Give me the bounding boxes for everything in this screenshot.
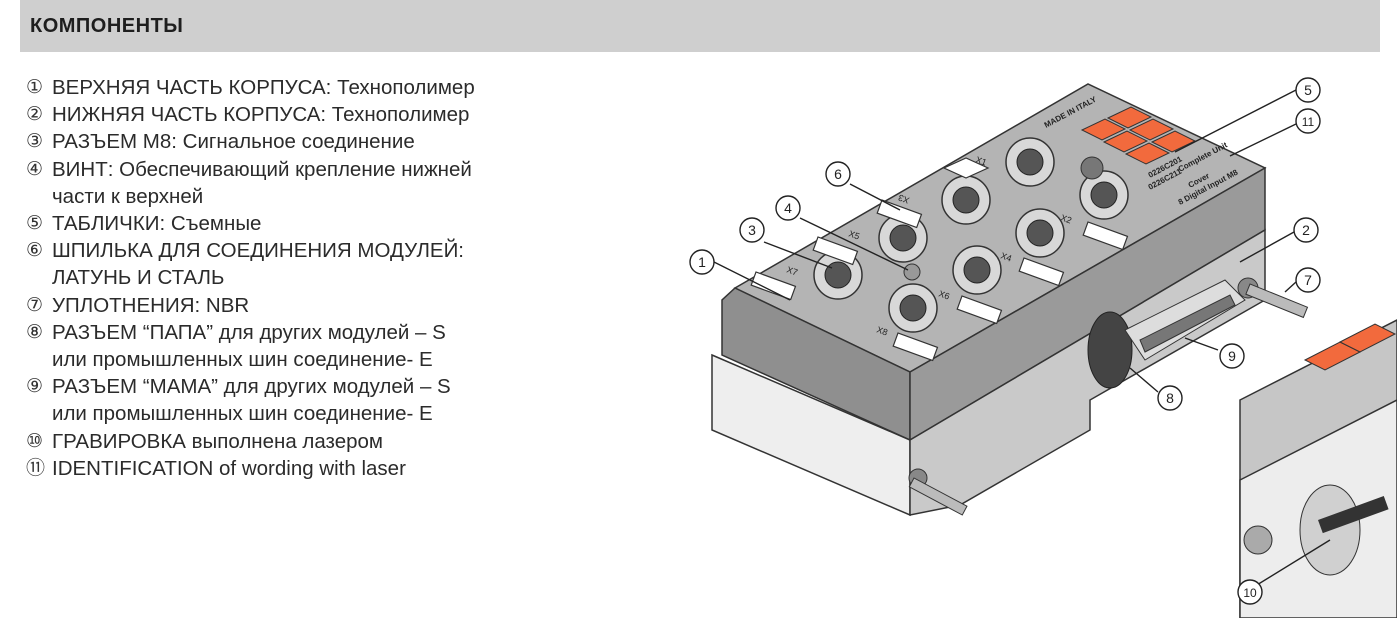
component-number: ⑪ <box>26 456 46 479</box>
svg-text:X7: X7 <box>785 264 799 277</box>
section-title: КОМПОНЕНТЫ <box>30 15 184 37</box>
component-item: ⑩ ГРАВИРОВКА выполнена лазером <box>26 428 475 455</box>
callout-10: 10 <box>1243 586 1257 600</box>
callout-8: 8 <box>1166 390 1174 406</box>
component-text: ГРАВИРОВКА выполнена лазером <box>52 428 383 455</box>
component-item: ③ РАЗЪЕМ M8: Сигнальное соединение <box>26 128 475 155</box>
section-header: КОМПОНЕНТЫ <box>20 0 1380 52</box>
component-line: части к верхней <box>52 184 204 208</box>
component-item: ⑥ ШПИЛЬКА ДЛЯ СОЕДИНЕНИЯ МОДУЛЕЙ: ЛАТУНЬ И… <box>26 237 475 291</box>
component-line: ТАБЛИЧКИ: Съемные <box>52 212 262 236</box>
components-list: ① ВЕРХНЯЯ ЧАСТЬ КОРПУСА: Технополимер ② НИЖ… <box>26 74 475 482</box>
callout-9: 9 <box>1228 348 1236 364</box>
component-line: или промышленных шин соединение- E <box>52 348 433 372</box>
component-line: или промышленных шин соединение- E <box>52 402 433 426</box>
component-number: ⑥ <box>26 239 44 262</box>
component-number: ④ <box>26 157 44 180</box>
component-item: ⑦ УПЛОТНЕНИЯ: NBR <box>26 292 475 319</box>
component-line: РАЗЪЕМ “ПАПА” для других модулей – S <box>52 320 446 344</box>
svg-text:X4: X4 <box>999 250 1013 263</box>
svg-text:X5: X5 <box>847 228 861 241</box>
callout-2: 2 <box>1302 222 1310 238</box>
component-line: РАЗЪЕМ “МАМА” для других модулей – S <box>52 375 451 399</box>
callout-7: 7 <box>1304 272 1312 288</box>
second-module-drawing <box>1239 319 1397 618</box>
component-text: РАЗЪЕМ “ПАПА” для других модулей – S или … <box>52 319 446 373</box>
component-number: ② <box>26 103 44 126</box>
component-line: ГРАВИРОВКА выполнена лазером <box>52 429 384 453</box>
component-text: IDENTIFICATION of wording with laser <box>52 455 406 482</box>
svg-text:X6: X6 <box>937 288 951 301</box>
component-number: ⑩ <box>26 429 44 452</box>
component-line: НИЖНЯЯ ЧАСТЬ КОРПУСА: Технополимер <box>52 103 470 127</box>
callout-4: 4 <box>784 200 792 216</box>
component-item: ⑧ РАЗЪЕМ “ПАПА” для других модулей – S или… <box>26 319 475 373</box>
component-number: ⑦ <box>26 293 44 316</box>
component-item: ⑤ ТАБЛИЧКИ: Съемные <box>26 210 475 237</box>
svg-text:X2: X2 <box>1059 212 1073 225</box>
component-line: ЛАТУНЬ И СТАЛЬ <box>52 266 225 290</box>
component-line: ВЕРХНЯЯ ЧАСТЬ КОРПУСА: Технополимер <box>52 76 475 99</box>
svg-text:X8: X8 <box>875 324 889 337</box>
component-number: ③ <box>26 130 44 153</box>
component-text: РАЗЪЕМ “МАМА” для других модулей – S или … <box>52 373 451 427</box>
callout-3: 3 <box>748 222 756 238</box>
component-text: ТАБЛИЧКИ: Съемные <box>52 210 261 237</box>
component-text: УПЛОТНЕНИЯ: NBR <box>52 292 249 319</box>
component-line: ШПИЛЬКА ДЛЯ СОЕДИНЕНИЯ МОДУЛЕЙ: <box>52 239 465 263</box>
callout-numbers: 1 2 3 4 5 6 7 8 9 10 11 <box>698 82 1314 600</box>
component-item: ⑨ РАЗЪЕМ “МАМА” для других модулей – S или… <box>26 373 475 427</box>
svg-text:X1: X1 <box>974 154 988 167</box>
svg-text:X3: X3 <box>897 192 911 205</box>
callout-6: 6 <box>834 166 842 182</box>
component-line: IDENTIFICATION of wording with laser <box>52 456 406 480</box>
component-number: ① <box>26 76 44 98</box>
component-number: ⑨ <box>26 375 44 398</box>
component-text: ВЕРХНЯЯ ЧАСТЬ КОРПУСА: Технополимер <box>52 74 475 101</box>
component-text: ВИНТ: Обеспечивающий крепление нижней час… <box>52 156 472 210</box>
component-item: ① ВЕРХНЯЯ ЧАСТЬ КОРПУСА: Технополимер <box>26 74 475 101</box>
callouts <box>689 77 1331 605</box>
component-number: ⑧ <box>26 320 44 343</box>
component-line: ВИНТ: Обеспечивающий крепление нижней <box>52 157 472 181</box>
component-text: РАЗЪЕМ M8: Сигнальное соединение <box>52 128 415 155</box>
component-line: УПЛОТНЕНИЯ: NBR <box>52 293 250 317</box>
component-item: ⑪ IDENTIFICATION of wording with laser <box>26 455 475 482</box>
io-module-drawing <box>711 83 1309 517</box>
callout-1: 1 <box>698 254 706 270</box>
component-number: ⑤ <box>26 212 44 235</box>
component-item: ④ ВИНТ: Обеспечивающий крепление нижней ча… <box>26 156 475 210</box>
component-line: РАЗЪЕМ M8: Сигнальное соединение <box>52 130 415 154</box>
component-text: НИЖНЯЯ ЧАСТЬ КОРПУСА: Технополимер <box>52 101 469 128</box>
callout-11: 11 <box>1302 115 1315 129</box>
callout-5: 5 <box>1304 82 1312 98</box>
component-item: ② НИЖНЯЯ ЧАСТЬ КОРПУСА: Технополимер <box>26 101 475 128</box>
port-labels: X1 X2 X3 X4 X5 X6 X7 X8 <box>785 154 1073 337</box>
component-text: ШПИЛЬКА ДЛЯ СОЕДИНЕНИЯ МОДУЛЕЙ: ЛАТУНЬ И … <box>52 237 464 291</box>
